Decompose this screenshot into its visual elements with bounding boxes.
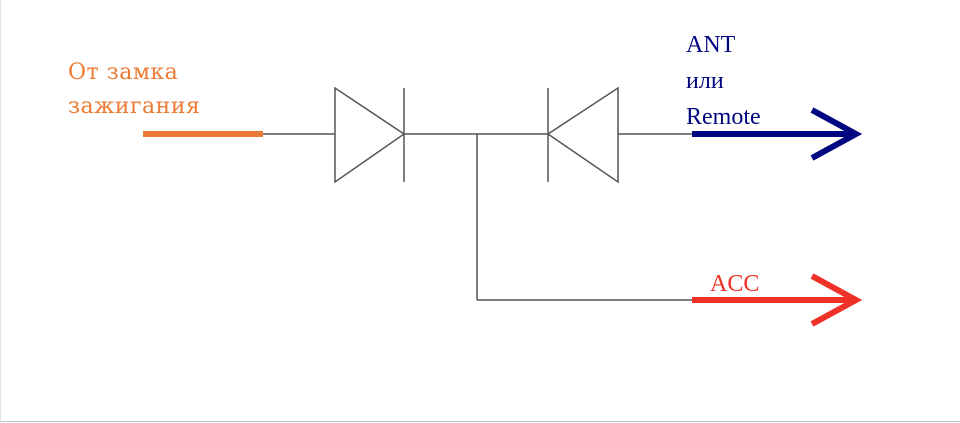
diode-1-anode <box>334 86 406 184</box>
ant-label-line3: Remote <box>686 104 761 130</box>
ant-label-line2: или <box>686 68 724 94</box>
acc-label: ACC <box>710 271 759 297</box>
source-label-line1: От замка <box>68 60 178 85</box>
source-label-line2: зажигания <box>68 94 200 119</box>
ant-arrow-head-icon <box>810 107 863 161</box>
diode-2-anode <box>546 86 619 184</box>
ant-label-line1: ANT <box>686 32 736 58</box>
acc-arrow-head-icon <box>810 273 863 327</box>
